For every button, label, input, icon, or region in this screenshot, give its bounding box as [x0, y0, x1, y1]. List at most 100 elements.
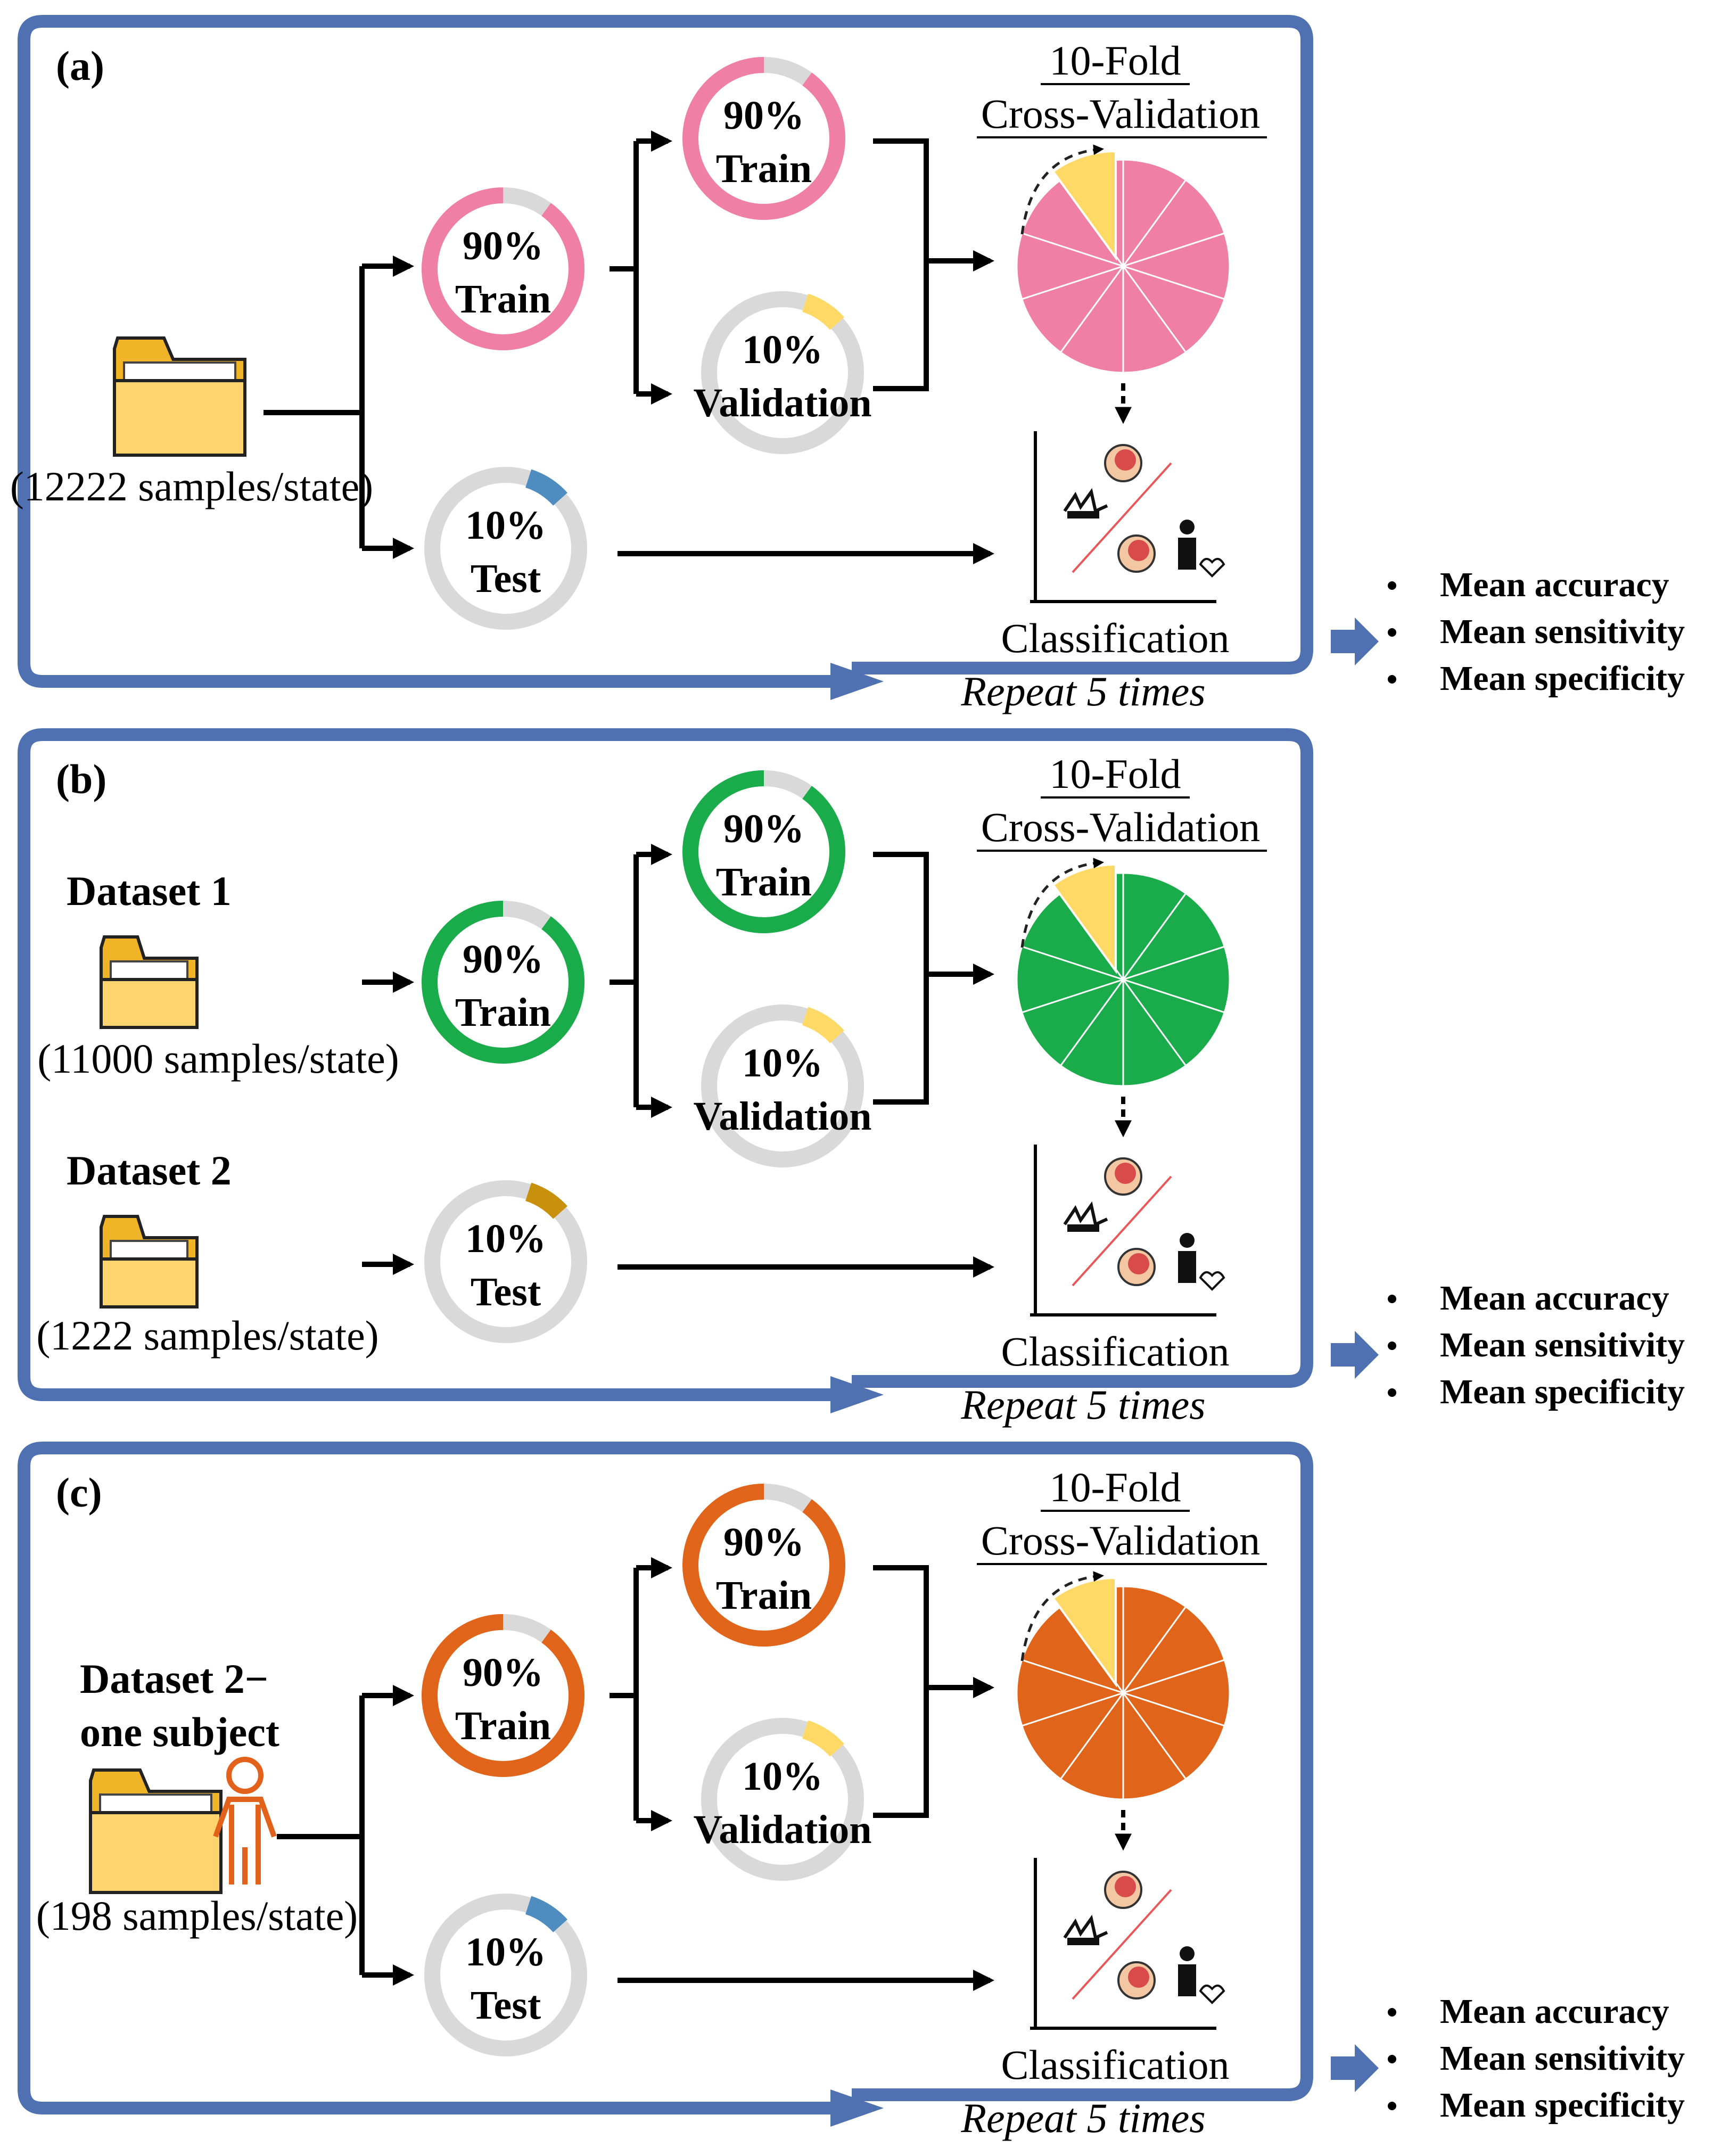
metric-bullet	[1388, 1342, 1396, 1350]
pie-fold	[1121, 232, 1231, 300]
pie-fold	[1122, 977, 1187, 1087]
merge-bracket	[873, 138, 929, 391]
folder-front	[113, 379, 246, 457]
pie-fold	[1122, 159, 1187, 269]
validation-ring-label: Validation	[693, 1094, 871, 1139]
dataset-folder	[89, 1768, 223, 1894]
test-ring-track	[424, 467, 587, 630]
panel-c: (c)90%Train90%Train10%Validation10%Test1…	[18, 1442, 1685, 2141]
brain-icon	[1115, 449, 1136, 471]
folder-front	[89, 1811, 223, 1894]
pie-fold	[1020, 978, 1125, 1067]
validation-ring-label: Validation	[693, 381, 871, 425]
classification-plot	[1030, 431, 1225, 603]
pie-fold	[1020, 265, 1125, 353]
classification-plot	[1030, 1145, 1225, 1316]
repeat-arrow-head	[830, 663, 884, 700]
validation-ring: 10%Validation	[693, 1005, 872, 1167]
repeat-label: Repeat 5 times	[960, 1381, 1205, 1428]
repeat-arrow-head	[830, 2089, 884, 2127]
train-ring: 90%Train	[422, 1614, 584, 1777]
train-ring-percent: 90%	[463, 224, 544, 268]
panel-label: (c)	[56, 1469, 102, 1516]
cv-pie	[1016, 858, 1231, 1087]
cv-title-line2: Cross-Validation	[981, 804, 1260, 850]
pie-fold	[1059, 977, 1124, 1087]
merge-bracket	[873, 1565, 929, 1818]
sub-train-ring: 90% Train	[682, 1484, 845, 1647]
repeat-arrow-head	[830, 1376, 884, 1413]
person-head-icon	[1180, 1233, 1195, 1248]
test-ring-segment	[525, 1182, 567, 1220]
metric-bullet	[1388, 675, 1396, 684]
panel-frame	[18, 1442, 1313, 2114]
dataset1-folder	[100, 935, 199, 1029]
test-ring-track	[424, 1894, 587, 2056]
validation-ring-track	[701, 291, 864, 454]
train-ring: 90%Train	[422, 187, 584, 350]
test-ring-segment	[525, 469, 567, 506]
folder-front	[100, 978, 199, 1029]
test-ring-percent: 10%	[465, 503, 546, 548]
validation-ring-segment	[802, 1720, 844, 1757]
dataset2-folder	[100, 1215, 199, 1309]
decision-line	[1072, 1889, 1172, 2000]
subject-person-icon	[213, 1757, 277, 1885]
dataset1-label: Dataset 1	[67, 868, 232, 914]
pie-validation-fold	[1051, 150, 1117, 261]
sub-train-ring-percent: 90%	[723, 807, 804, 851]
dataset-label-line1: Dataset 2−	[80, 1656, 268, 1702]
panel-b: (b)90%Train90%Train10%Validation10%Test1…	[18, 728, 1685, 1428]
heart-icon	[1199, 1271, 1225, 1291]
metric-item: Mean specificity	[1440, 1372, 1685, 1411]
validation-ring-label: Validation	[693, 1807, 871, 1852]
metric-bullet	[1388, 628, 1396, 637]
train-ring-label: Train	[455, 990, 551, 1035]
metric-bullet	[1388, 2055, 1396, 2063]
sub-train-ring-percent: 90%	[723, 1520, 804, 1565]
dataset2-label: Dataset 2	[67, 1147, 232, 1194]
samples2-label: (1222 samples/state)	[36, 1312, 378, 1359]
to-metrics-arrow	[1331, 2044, 1379, 2092]
cv-pie	[1016, 144, 1231, 374]
samples1-label: (11000 samples/state)	[37, 1035, 399, 1082]
test-ring-percent: 10%	[465, 1930, 546, 1974]
pie-validation-fold	[1051, 1576, 1117, 1688]
validation-ring-segment	[802, 1007, 844, 1044]
validation-ring-track	[701, 1005, 864, 1167]
metric-item: Mean specificity	[1440, 2086, 1685, 2125]
car-icon	[1067, 1224, 1099, 1232]
metric-item: Mean accuracy	[1440, 1279, 1669, 1318]
sub-train-ring-label: Train	[716, 1573, 812, 1618]
test-ring-label: Test	[471, 556, 541, 601]
panel-label: (a)	[56, 43, 104, 89]
person-body-icon	[1178, 538, 1196, 570]
heart-icon	[1199, 558, 1225, 578]
crash-icon	[1063, 488, 1108, 514]
brain-icon	[1128, 1966, 1149, 1988]
metric-bullet	[1388, 581, 1396, 590]
dataset-folder	[113, 336, 246, 457]
pie-fold	[1121, 265, 1226, 353]
validation-ring-segment	[802, 293, 844, 331]
pie-fold	[1121, 179, 1226, 268]
brain-icon	[1115, 1163, 1136, 1184]
person-body	[213, 1797, 277, 1885]
train-ring-fill	[422, 901, 584, 1064]
samples-label: (12222 samples/state)	[10, 463, 373, 509]
person-head-icon	[1180, 520, 1195, 534]
repeat-label: Repeat 5 times	[960, 2095, 1205, 2141]
crash-icon	[1063, 1914, 1108, 1940]
brain-icon	[1128, 540, 1149, 561]
cv-title-line1: 10-Fold	[1049, 1464, 1181, 1510]
metric-item: Mean accuracy	[1440, 565, 1669, 604]
sub-train-ring-label: Train	[716, 146, 812, 191]
pie-fold	[1121, 1606, 1226, 1694]
validation-ring-percent: 10%	[742, 327, 823, 372]
repeat-label: Repeat 5 times	[960, 668, 1205, 714]
pie-fold	[1122, 264, 1187, 374]
test-ring-track	[424, 1180, 587, 1343]
cv-title-line2: Cross-Validation	[981, 90, 1260, 137]
